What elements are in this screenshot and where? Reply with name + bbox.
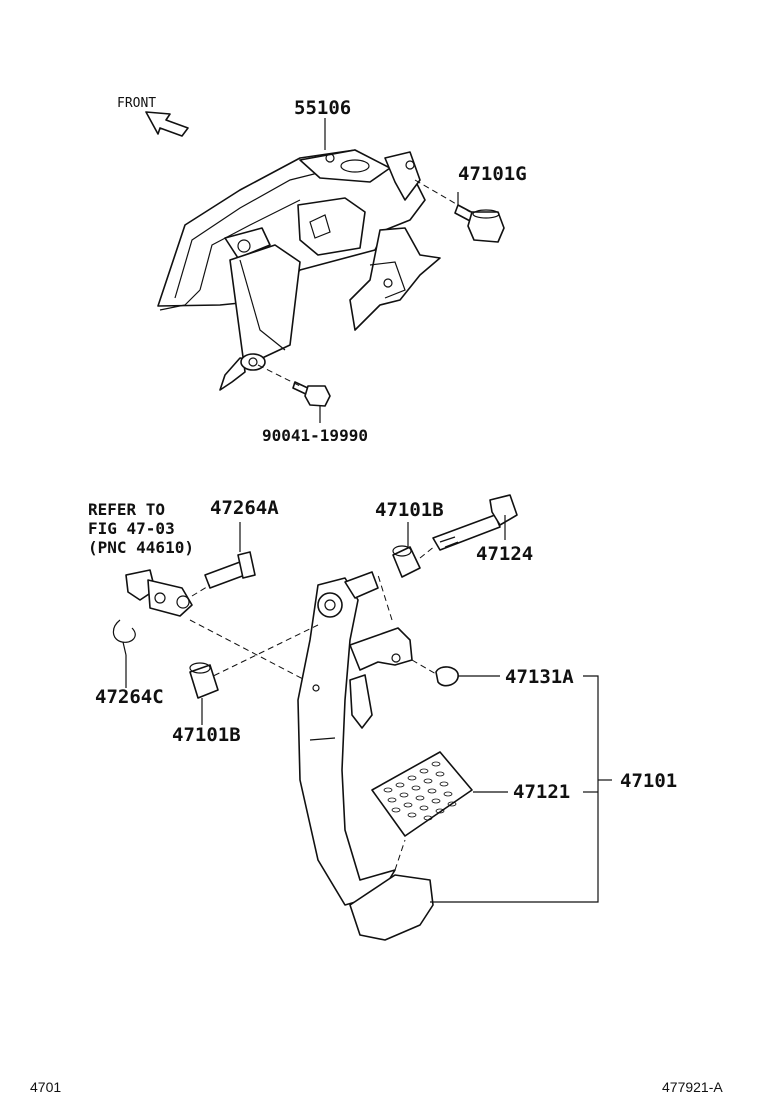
clevis — [125, 569, 193, 617]
refer-line-1: REFER TO — [88, 500, 165, 519]
footer-right-code: 477921-A — [662, 1079, 723, 1095]
callout-bushing-top: 47101B — [375, 499, 444, 521]
stopper — [435, 666, 459, 687]
front-label: FRONT — [117, 96, 156, 111]
footer-left-code: 4701 — [30, 1079, 61, 1095]
callout-bolt-bottom: 90041-19990 — [262, 426, 368, 445]
callout-pedal-assembly: 47101 — [620, 770, 677, 792]
callout-bracket: 55106 — [294, 97, 351, 119]
callout-bracket-bolt: 47101G — [458, 163, 527, 185]
callout-stopper: 47131A — [505, 666, 574, 688]
callout-pivot-bolt: 47124 — [476, 543, 533, 565]
callout-bushing-bottom: 47101B — [172, 724, 241, 746]
pedal-bracket — [157, 149, 441, 391]
clip — [112, 619, 136, 656]
brake-pedal — [297, 571, 434, 941]
bracket-bolt — [454, 204, 505, 243]
pedal-pad — [371, 751, 473, 837]
refer-line-2: FIG 47-03 — [88, 519, 175, 538]
pivot-bolt — [432, 494, 518, 551]
bushing-bottom — [189, 662, 219, 699]
front-indicator: FRONT — [117, 96, 189, 137]
clevis-pin — [204, 551, 256, 589]
callout-clip: 47264C — [95, 686, 164, 708]
callout-pedal-pad: 47121 — [513, 781, 570, 803]
callout-clevis-pin: 47264A — [210, 497, 279, 519]
refer-line-3: (PNC 44610) — [88, 538, 194, 557]
pad-grip-pattern — [383, 761, 457, 821]
bushing-top — [392, 545, 421, 578]
bottom-bolt — [292, 381, 331, 407]
front-arrow-icon — [145, 111, 189, 137]
